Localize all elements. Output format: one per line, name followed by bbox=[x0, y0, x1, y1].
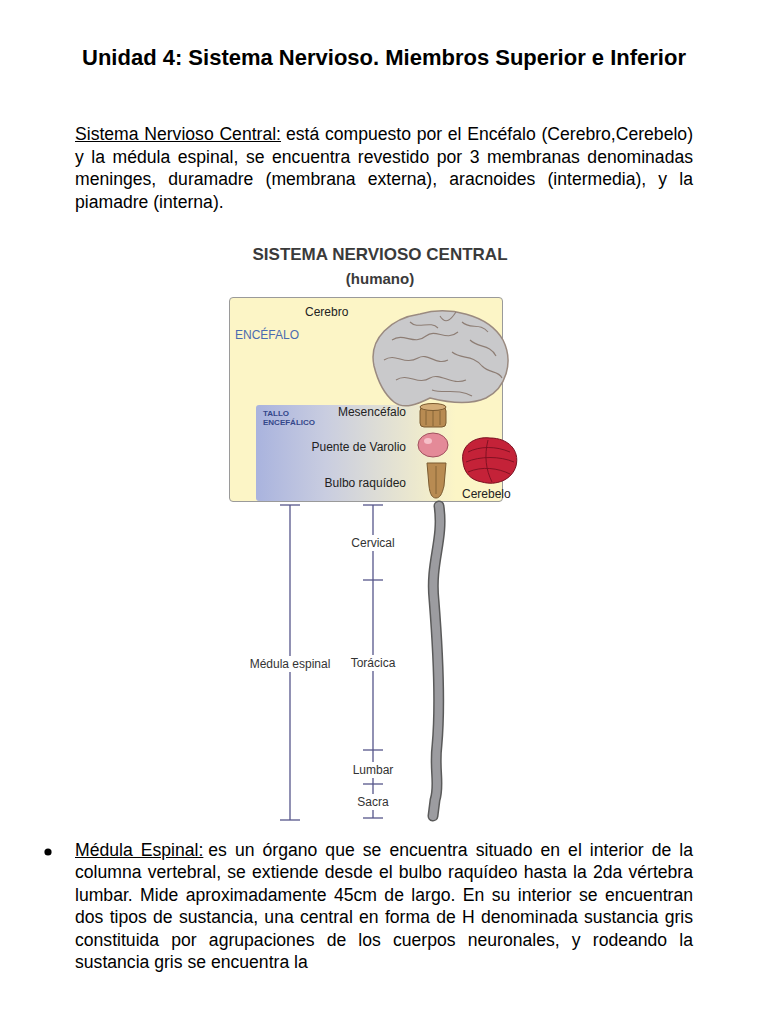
section-heading: Sistema Nervioso Central: bbox=[75, 124, 281, 144]
section-heading: Médula Espinal: bbox=[75, 840, 203, 860]
page-title: Unidad 4: Sistema Nervioso. Miembros Sup… bbox=[60, 44, 708, 71]
node-label: TALLO ENCEFÁLICO bbox=[263, 409, 323, 427]
spinal-cord-drawing bbox=[433, 506, 440, 816]
body-paragraph: Sistema Nervioso Central:está compuesto … bbox=[75, 123, 693, 214]
encephalon-box: ENCÉFALO TALLO ENCEFÁLICO bbox=[229, 297, 503, 502]
region-label: Torácica bbox=[349, 655, 398, 671]
figure-subtitle: (humano) bbox=[346, 270, 414, 287]
region-label: Lumbar bbox=[351, 762, 396, 778]
part-name: Bulbo raquídeo bbox=[325, 476, 406, 490]
region-label: Sacra bbox=[355, 794, 390, 810]
part-name: Cerebelo bbox=[462, 487, 511, 501]
bullet-dot bbox=[44, 848, 51, 855]
region-label: Cervical bbox=[349, 535, 396, 551]
part-name: Cerebro bbox=[305, 305, 348, 319]
region-label: Médula espinal bbox=[248, 656, 333, 672]
part-name: Mesencéfalo bbox=[338, 405, 406, 419]
body-paragraph: Médula Espinal:es un órgano que se encue… bbox=[75, 839, 693, 973]
part-name: Puente de Varolio bbox=[311, 440, 406, 454]
node-label: ENCÉFALO bbox=[235, 328, 299, 342]
figure-title: SISTEMA NERVIOSO CENTRAL bbox=[252, 245, 507, 265]
